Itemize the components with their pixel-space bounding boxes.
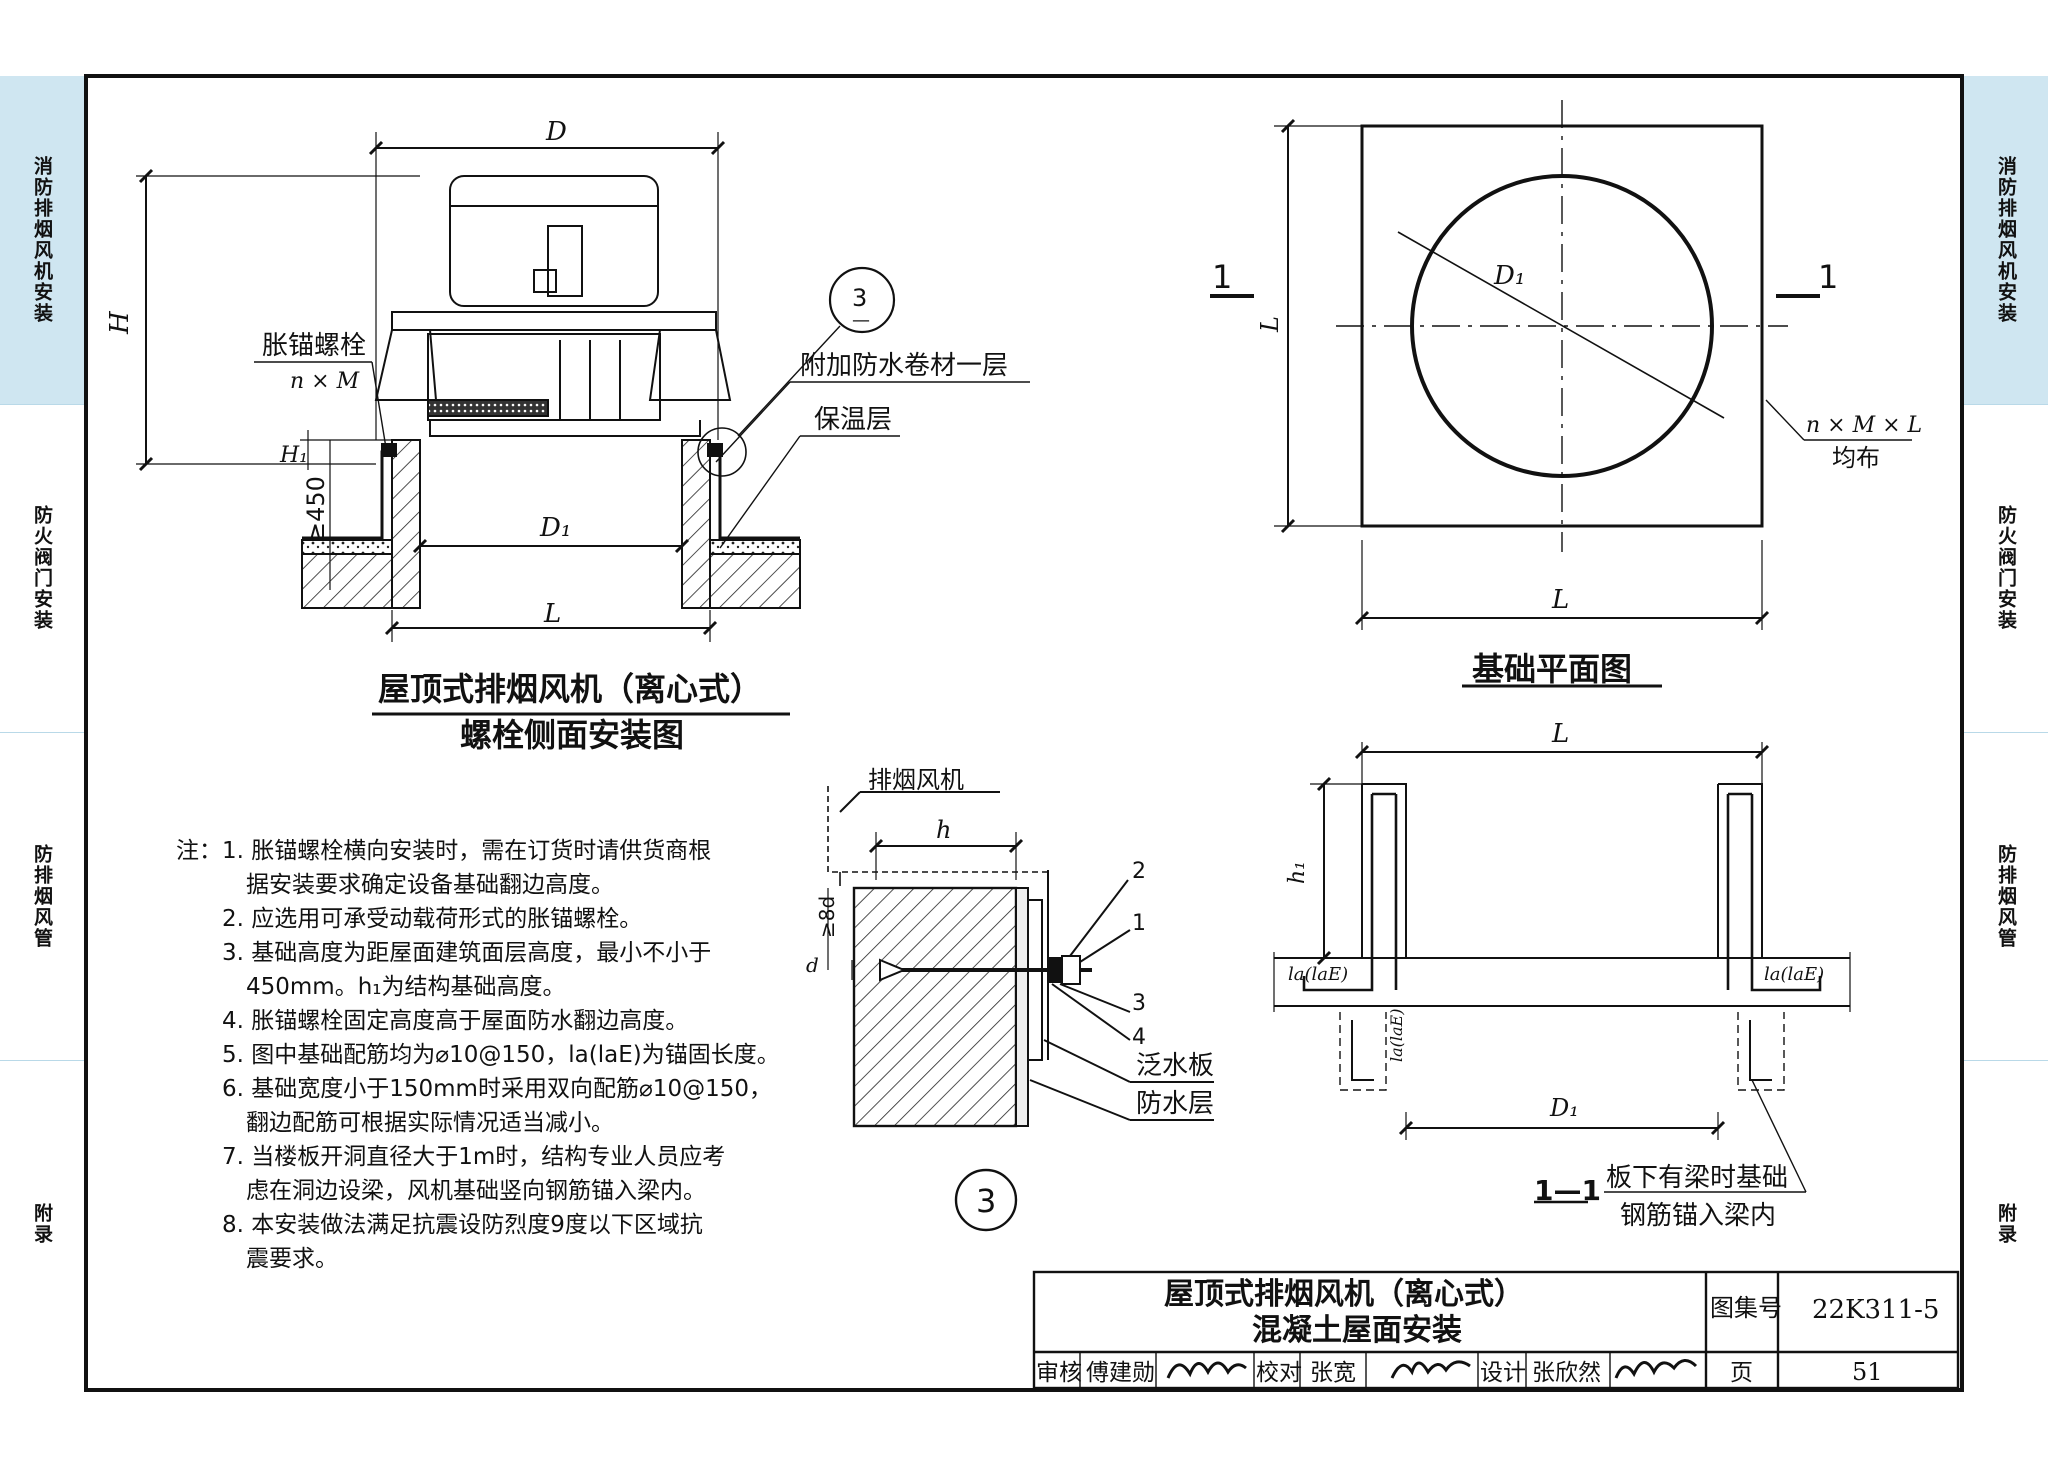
note-line: 1. 胀锚螺栓横向安装时，需在订货时请供货商根 xyxy=(222,838,711,864)
membrane-label: 附加防水卷材一层 xyxy=(800,351,1008,381)
notes-block: 注： 1. 胀锚螺栓横向安装时，需在订货时请供货商根 据安装要求确定设备基础翻边… xyxy=(176,838,780,1272)
dim-h-label: H xyxy=(105,310,135,335)
plan-view-labels: 1 1 L L D₁ n × M × L 均布 基础平面图 xyxy=(1212,258,1922,688)
tab-fan-install-right[interactable]: 消防排烟风机安装 xyxy=(1964,76,2048,404)
note-line: 震要求。 xyxy=(246,1246,338,1272)
page-number: 51 xyxy=(1852,1358,1883,1386)
tab-separator xyxy=(1964,732,2048,733)
title-block-subtitle: 混凝土屋面安装 xyxy=(1252,1313,1462,1348)
side-view-labels: D H H₁ ≥450 D₁ L 胀锚螺栓 n × M 附加防水卷材一层 保温层… xyxy=(105,117,1008,754)
side-view-title: 屋顶式排烟风机（离心式） xyxy=(378,670,762,708)
dim-l-label: L xyxy=(543,599,561,629)
callout-3: 3 xyxy=(1132,991,1146,1016)
detail-3-drawing xyxy=(827,786,1214,1232)
detail-ref-sheet: — xyxy=(852,310,870,331)
section-la-right: la(laE) xyxy=(1764,964,1824,985)
note-line: 6. 基础宽度小于150mm时采用双向配筋⌀10@150， xyxy=(222,1076,772,1102)
plan-view-drawing xyxy=(1210,100,1912,688)
note-line: 3. 基础高度为距屋面建筑面层高度，最小不小于 xyxy=(222,940,711,966)
flashing-label: 泛水板 xyxy=(1136,1051,1214,1081)
section-mark-left: 1 xyxy=(1212,258,1232,296)
section-la-down: la(laE) xyxy=(1387,1009,1406,1062)
section-la-left: la(laE) xyxy=(1288,964,1348,985)
title-block xyxy=(1032,1270,1960,1390)
side-view-subtitle: 螺栓侧面安装图 xyxy=(460,716,684,754)
check-label: 校对 xyxy=(1256,1360,1302,1386)
insulation-label: 保温层 xyxy=(814,405,892,435)
note-line: 4. 胀锚螺栓固定高度高于屋面防水翻边高度。 xyxy=(222,1008,688,1034)
tab-separator xyxy=(0,732,84,733)
waterproof-label: 防水层 xyxy=(1136,1089,1214,1119)
section-dim-l: L xyxy=(1551,719,1569,749)
tab-separator xyxy=(0,1060,84,1061)
section-mark-label: 1—1 xyxy=(1534,1174,1601,1207)
dim-450-label: ≥450 xyxy=(302,476,330,542)
section-mark-right: 1 xyxy=(1818,258,1838,296)
checker-name: 张宽 xyxy=(1310,1360,1356,1386)
detail-fan-label: 排烟风机 xyxy=(868,766,964,794)
note-line: 虑在洞边设梁，风机基础竖向钢筋锚入梁内。 xyxy=(246,1178,706,1204)
dim-d1-label: D₁ xyxy=(539,513,571,543)
design-label: 设计 xyxy=(1480,1360,1526,1386)
callout-2: 2 xyxy=(1132,859,1146,884)
bolt-spec-label: n × M xyxy=(290,369,360,394)
tab-appendix-right[interactable]: 附录 xyxy=(1995,1203,2017,1245)
section-view-labels: L h₁ la(laE) la(laE) la(laE) D₁ 1—1 板下有梁… xyxy=(1285,719,1824,1231)
plan-dim-l-horizontal: L xyxy=(1551,585,1569,615)
note-line: 8. 本安装做法满足抗震设防烈度9度以下区域抗 xyxy=(222,1212,703,1238)
note-line: 2. 应选用可承受动载荷形式的胀锚螺栓。 xyxy=(222,906,642,932)
side-view-drawing xyxy=(136,132,1030,716)
tab-smoke-duct-right[interactable]: 防排烟风管 xyxy=(1995,843,2017,949)
detail-circle-number: 3 xyxy=(976,1182,996,1220)
dim-h1-label: H₁ xyxy=(279,443,308,468)
review-label: 审核 xyxy=(1036,1360,1082,1386)
title-block-title: 屋顶式排烟风机（离心式） xyxy=(1164,1277,1524,1312)
note-line: 据安装要求确定设备基础翻边高度。 xyxy=(246,872,614,898)
note-line: 5. 图中基础配筋均为⌀10@150，la(laE)为锚固长度。 xyxy=(222,1042,780,1068)
plan-bolt-spec: n × M × L xyxy=(1806,413,1922,438)
notes-prefix: 注： xyxy=(176,838,222,864)
plan-bolt-note: 均布 xyxy=(1832,444,1880,472)
tab-smoke-duct-left[interactable]: 防排烟风管 xyxy=(31,843,53,949)
atlas-number: 22K311-5 xyxy=(1812,1295,1939,1325)
detail-ref-number: 3 xyxy=(852,284,867,312)
plan-dim-l-vertical: L xyxy=(1256,316,1284,333)
section-view-drawing xyxy=(1273,742,1851,1204)
note-line: 翻边配筋可根据实际情况适当减小。 xyxy=(246,1110,614,1136)
atlas-label: 图集号 xyxy=(1710,1294,1782,1322)
detail-3-labels: 排烟风机 h ≥8d d 2 1 3 4 泛水板 防水层 3 xyxy=(806,766,1214,1220)
designer-name: 张欣然 xyxy=(1532,1360,1601,1386)
reviewer-name: 傅建勋 xyxy=(1086,1360,1155,1386)
section-note-line1: 板下有梁时基础 xyxy=(1606,1163,1788,1193)
detail-dim-8d: ≥8d xyxy=(815,896,839,938)
tab-separator xyxy=(1964,404,2048,405)
dim-d-label: D xyxy=(545,117,567,147)
plan-dim-d1: D₁ xyxy=(1493,261,1525,291)
tab-fire-damper-right[interactable]: 防火阀门安装 xyxy=(1995,505,2017,631)
note-line: 450mm。h₁为结构基础高度。 xyxy=(246,974,566,1000)
detail-dim-d: d xyxy=(806,953,819,977)
callout-4: 4 xyxy=(1132,1025,1146,1050)
section-dim-d1: D₁ xyxy=(1549,1094,1579,1122)
bolt-label: 胀锚螺栓 xyxy=(262,331,366,361)
tab-separator xyxy=(0,404,84,405)
callout-1: 1 xyxy=(1132,911,1146,936)
plan-view-title: 基础平面图 xyxy=(1472,650,1632,688)
page-label: 页 xyxy=(1730,1360,1753,1386)
tab-fire-damper-left[interactable]: 防火阀门安装 xyxy=(31,505,53,631)
tab-fan-install-left[interactable]: 消防排烟风机安装 xyxy=(0,76,84,404)
detail-dim-h: h xyxy=(936,816,951,844)
tab-appendix-left[interactable]: 附录 xyxy=(31,1203,53,1245)
section-note-line2: 钢筋锚入梁内 xyxy=(1620,1201,1776,1231)
tab-separator xyxy=(1964,1060,2048,1061)
section-dim-h1: h₁ xyxy=(1285,861,1310,884)
title-block-labels: 屋顶式排烟风机（离心式） 混凝土屋面安装 图集号 22K311-5 审核 傅建勋… xyxy=(1036,1277,1939,1386)
note-line: 7. 当楼板开洞直径大于1m时，结构专业人员应考 xyxy=(222,1144,725,1170)
drawing-sheet-frame xyxy=(84,74,1964,1392)
